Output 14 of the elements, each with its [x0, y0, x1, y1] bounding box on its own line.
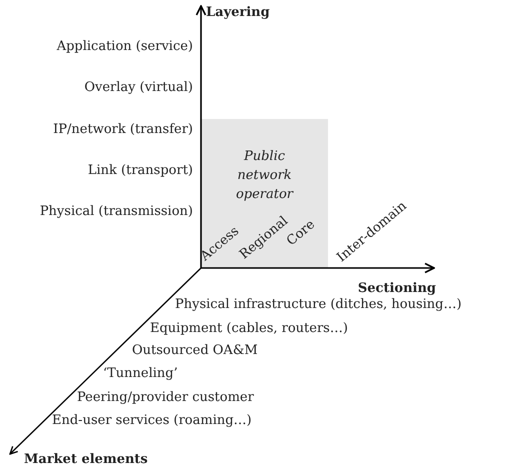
axis-title: Sectioning: [358, 281, 436, 296]
layer-label: IP/network (transfer): [53, 122, 193, 137]
axis-title: Layering: [206, 5, 270, 20]
market-element-label: Physical infrastructure (ditches, housing…): [175, 297, 462, 312]
layer-label: Overlay (virtual): [84, 80, 193, 95]
region-label: Public network operator: [234, 148, 294, 204]
layer-label: Application (service): [56, 39, 193, 54]
shaded-region: [201, 119, 328, 268]
market-element-label: End-user services (roaming…): [52, 413, 252, 428]
market-element-label: Peering/provider customer: [77, 390, 254, 405]
market-element-label: Outsourced OA&M: [132, 343, 258, 358]
market-element-label: ‘Tunneling’: [103, 366, 178, 381]
market-element-label: Equipment (cables, routers…): [150, 321, 348, 336]
axis-title: Market elements: [24, 452, 148, 467]
